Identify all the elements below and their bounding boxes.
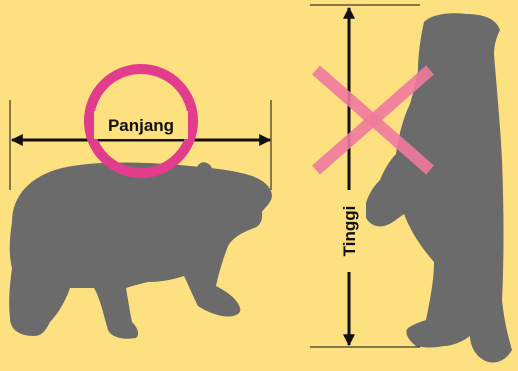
standing-bear-silhouette [364,13,512,363]
height-arrow [310,4,420,348]
length-label: Panjang [108,116,174,135]
length-arrow [9,100,272,190]
height-label: Tinggi [340,206,359,257]
correct-circle-mark [84,64,198,178]
height-label-box [332,190,366,272]
wrong-cross-mark [312,65,434,175]
walking-bear-silhouette [9,162,273,339]
length-label-box [94,111,188,139]
